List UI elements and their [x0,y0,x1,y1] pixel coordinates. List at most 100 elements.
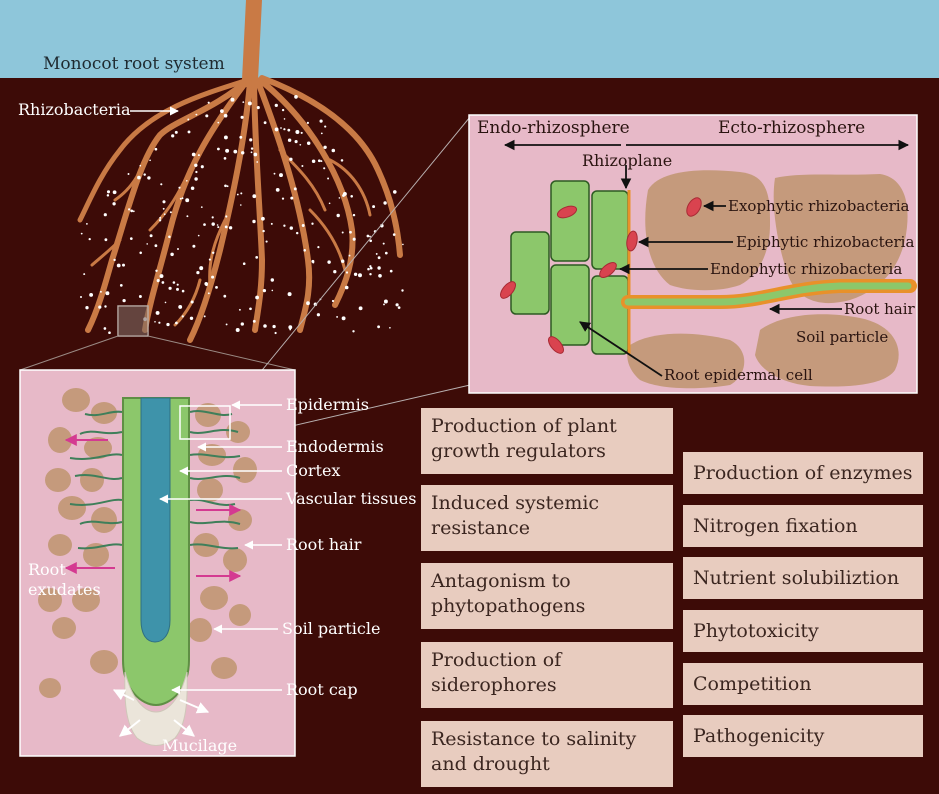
rhizobacteria-dot [215,286,218,289]
rhizobacteria-dot [224,135,228,139]
rhizobacteria-dot [301,132,303,134]
rhizobacteria-dot [182,290,185,293]
rhizobacteria-dot [283,128,285,130]
rhizobacteria-dot [252,220,255,223]
rhizobacteria-dot [284,118,286,120]
rhizobacteria-dot [253,320,256,323]
rhizobacteria-dot [147,176,150,179]
epidermis-label: Epidermis [286,397,369,413]
rhizobacteria-dot [353,214,355,216]
rhizobacteria-dot [188,130,191,133]
zoom-root-hair-label: Root hair [844,302,915,317]
rhizobacteria-dot [194,164,197,167]
rhizobacteria-dot [307,122,309,124]
rhizobacteria-dot [107,190,110,193]
rhizobacteria-dot [89,238,91,240]
rhizobacteria-dot [352,330,354,332]
rhizobacteria-dot [168,236,171,239]
rhizobacteria-dot [369,239,372,242]
rhizobacteria-dot [241,322,244,325]
rhizobacteria-dot [290,226,293,229]
rhizobacteria-dot [390,270,393,273]
endodermis-label: Endodermis [286,439,384,455]
vascular-tissues-label: Vascular tissues [286,491,416,507]
rhizobacteria-dot [241,151,244,154]
rhizobacteria-dot [295,130,299,134]
rhizobacteria-dot [383,201,386,204]
rhizobacteria-dot [173,281,176,284]
rhizobacteria-dot [294,187,297,190]
rhizoplane-label: Rhizoplane [582,153,672,169]
rhizobacteria-dot [194,177,197,180]
rhizobacteria-dot [389,327,391,329]
rhizobacteria-dot [354,273,357,276]
rhizobacteria-dot [80,296,82,298]
rhizobacteria-dot [299,144,301,146]
rhizobacteria-dot [337,214,340,217]
rhizobacteria-dot [113,190,117,194]
rhizobacteria-dot [377,266,380,269]
benefit-line: siderophores [431,673,663,698]
rhizobacteria-dot [248,101,252,105]
rhizobacteria-dot [212,252,214,254]
rhizobacteria-dot [241,116,244,119]
benefit-box-siderophores: Production of siderophores [421,642,673,708]
rhizobacteria-dot [199,266,203,270]
rhizobacteria-dot [249,138,252,141]
rhizobacteria-dot [225,149,229,153]
rhizobacteria-dot [369,265,371,267]
rhizobacteria-dot [117,264,121,268]
rhizobacteria-dot [168,287,171,290]
effect-box-pathogenicity: Pathogenicity [683,715,923,757]
benefit-box-systemic-resistance: Induced systemic resistance [421,485,673,551]
rhizobacteria-dot [104,213,107,216]
rhizobacteria-dot [104,327,107,330]
root-hair-label: Root hair [286,537,361,553]
rhizobacteria-dot [163,208,165,210]
benefit-box-antagonism: Antagonism to phytopathogens [421,563,673,629]
rhizobacteria-dot [128,173,130,175]
rhizobacteria-dot [275,127,279,131]
rhizobacteria-dot [149,159,151,161]
effect-box-nutrient-solubilization: Nutrient solubiliztion [683,557,923,599]
rhizobacteria-dot [349,255,351,257]
rhizobacteria-dot [282,197,284,199]
rhizobacteria-dot [217,224,219,226]
rhizobacteria-dot [104,238,107,241]
rhizobacteria-dot [353,238,356,241]
rhizobacteria-dot [190,317,193,320]
rhizobacteria-dot [209,259,211,261]
rhizobacteria-dot [341,159,344,162]
rhizobacteria-dot [208,102,210,104]
rhizobacteria-dot [175,322,178,325]
endo-rhizosphere-label: Endo-rhizosphere [477,120,630,137]
rhizobacteria-dot [81,233,83,235]
rhizobacteria-dot [239,309,241,311]
rhizobacteria-dot [377,325,380,328]
rhizobacteria-dot [346,271,348,273]
rhizobacteria-dot [204,282,208,286]
rhizobacteria-dot [155,148,158,151]
rhizobacteria-dot [187,119,189,121]
benefit-line: resistance [431,516,663,541]
rhizobacteria-dot [175,131,178,134]
rhizobacteria-dot [261,217,265,221]
epiphytic-label: Epiphytic rhizobacteria [736,235,914,250]
benefit-line: Induced systemic [431,491,663,516]
rhizobacteria-dot [401,289,403,291]
rhizobacteria-dot [367,235,370,238]
rhizobacteria-dot [137,176,141,180]
rhizobacteria-dot [108,331,111,334]
rhizobacteria-dot [177,248,179,250]
rhizobacteria-dot [170,253,173,256]
rhizobacteria-dot [178,187,180,189]
rhizobacteria-dot [220,109,224,113]
effect-box-competition: Competition [683,663,923,705]
mucilage-label: Mucilage [162,738,237,754]
rhizobacteria-dot [178,305,182,309]
rhizobacteria-dot [155,244,158,247]
rhizobacteria-dot [341,259,344,262]
rhizobacteria-dot [311,260,314,263]
rhizobacteria-dot [211,276,214,279]
rhizobacteria-dot [192,153,196,157]
